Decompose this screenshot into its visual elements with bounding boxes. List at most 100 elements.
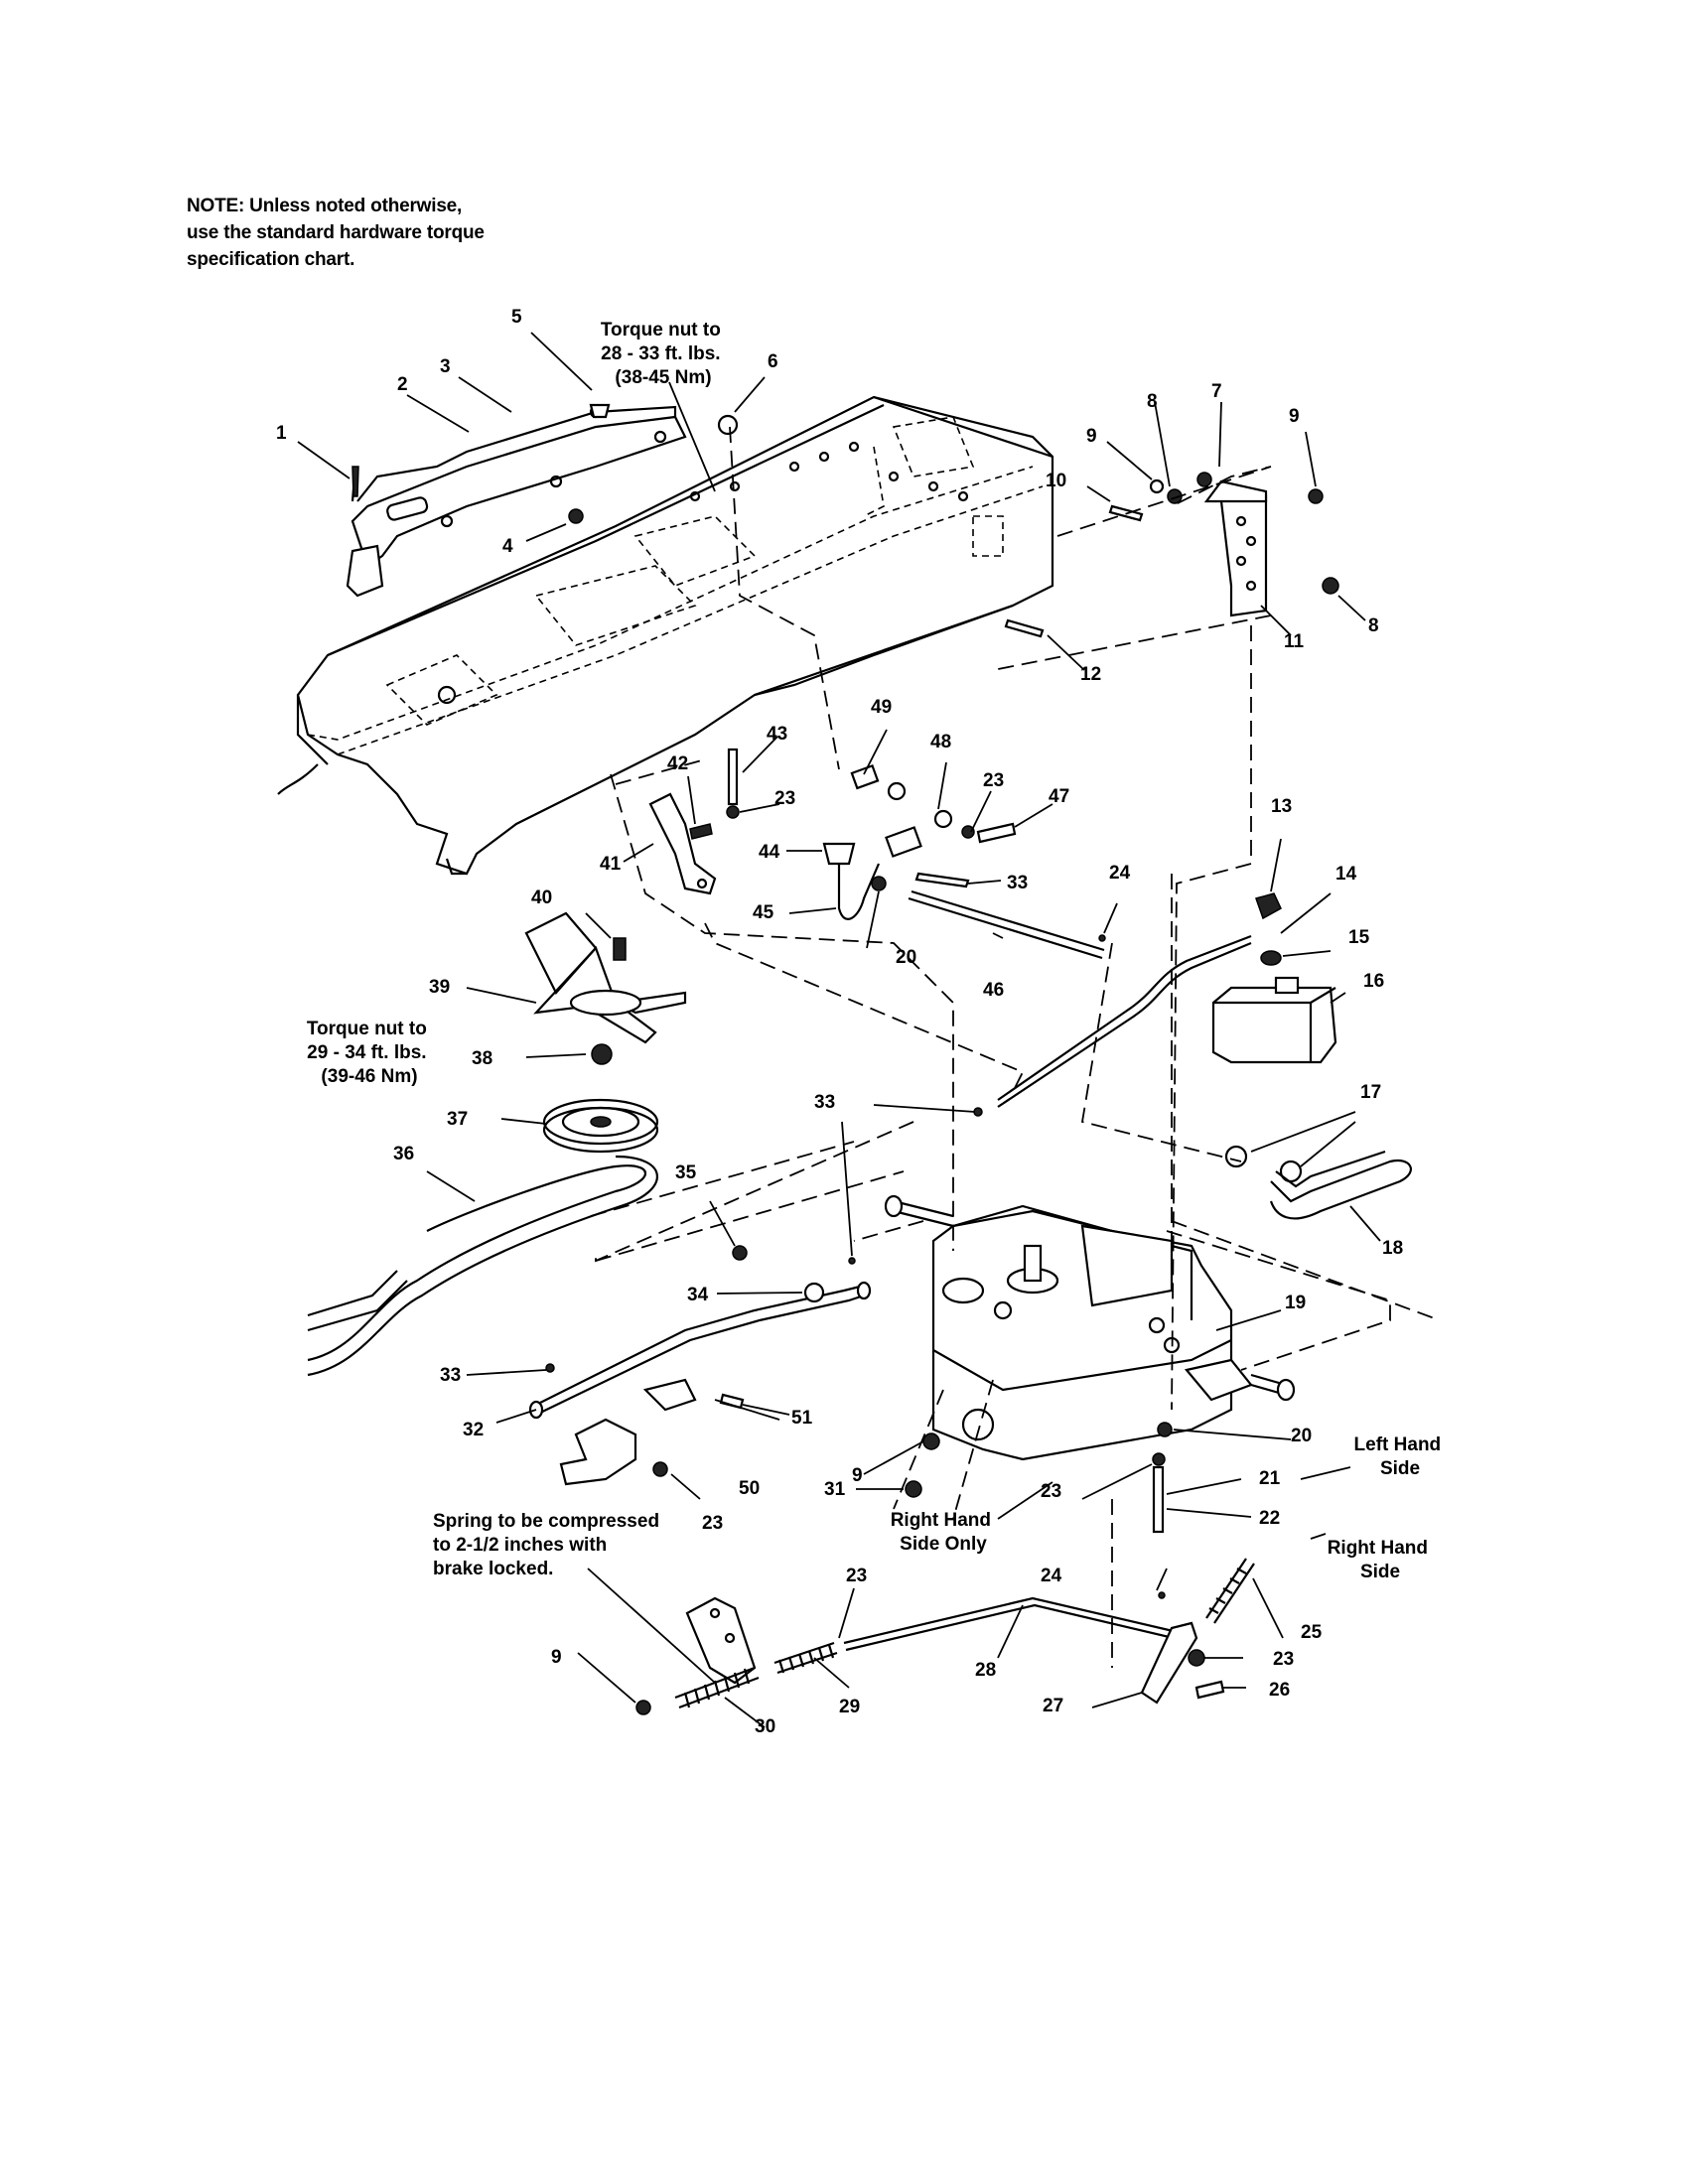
chassis-frame xyxy=(277,395,1054,876)
nut-9b xyxy=(1308,488,1324,504)
pivot-block xyxy=(885,826,922,858)
part-number: 13 xyxy=(1271,796,1292,817)
part-number: 23 xyxy=(1041,1481,1061,1502)
spring-callout: Spring to be compressed to 2-1/2 inches … xyxy=(433,1511,664,1579)
nut-23b xyxy=(961,825,975,839)
bolt-33a xyxy=(914,872,970,888)
right-hand-callout: Right Hand Side xyxy=(1328,1538,1434,1582)
part-number: 47 xyxy=(1049,786,1069,807)
part-number: 3 xyxy=(440,356,451,377)
spring-25 xyxy=(1205,1558,1255,1624)
right-hand-only-callout: Right Hand Side Only xyxy=(891,1510,997,1555)
part-number: 50 xyxy=(739,1478,760,1499)
part-number: 19 xyxy=(1285,1293,1306,1313)
hose-18 xyxy=(1224,1145,1412,1220)
part-number: 21 xyxy=(1259,1468,1281,1489)
torque-note-line-1: NOTE: Unless noted otherwise, xyxy=(187,196,463,216)
part-number: 2 xyxy=(397,374,408,395)
bushing-49 xyxy=(850,763,880,790)
bracket-11 xyxy=(1203,479,1268,617)
torque-callout-1: Torque nut to 28 - 33 ft. lbs. (38-45 Nm… xyxy=(601,320,726,388)
part-number: 38 xyxy=(472,1048,492,1069)
nut-9c xyxy=(922,1433,940,1450)
part-number: 9 xyxy=(551,1647,562,1668)
part-number: 17 xyxy=(1360,1082,1381,1103)
washer-48 xyxy=(887,781,907,801)
part-number: 15 xyxy=(1348,927,1370,948)
part-number: 37 xyxy=(447,1109,468,1130)
dash-panel-plate xyxy=(346,405,687,598)
part-number: 33 xyxy=(440,1365,461,1386)
rod-46 xyxy=(908,889,1105,960)
part-number: 39 xyxy=(429,977,450,998)
part-number: 26 xyxy=(1269,1680,1290,1701)
nut-23a xyxy=(726,805,740,819)
part-number: 14 xyxy=(1335,864,1357,885)
nut-20b xyxy=(1157,1422,1173,1437)
part-number: 23 xyxy=(846,1566,867,1586)
part-number: 9 xyxy=(852,1465,863,1486)
rod-28 xyxy=(843,1596,1183,1652)
clamp-17b xyxy=(1279,1160,1303,1183)
cap-15 xyxy=(1260,950,1282,966)
part-number: 29 xyxy=(839,1697,860,1717)
tank-16 xyxy=(1211,976,1337,1064)
bolt-21 xyxy=(1152,1465,1165,1534)
plate-50 xyxy=(642,1378,697,1412)
torque-note-line-3: specification chart. xyxy=(187,249,355,270)
part-number: 42 xyxy=(667,753,688,774)
fan-39 xyxy=(524,911,687,1044)
part-number: 6 xyxy=(768,351,778,372)
torque-callout-2: Torque nut to 29 - 34 ft. lbs. (39-46 Nm… xyxy=(307,1019,432,1087)
part-number: 33 xyxy=(1007,873,1028,893)
nut-4 xyxy=(568,508,584,524)
part-number: 23 xyxy=(702,1513,723,1534)
part-number: 24 xyxy=(1041,1566,1062,1586)
part-number: 40 xyxy=(531,887,552,908)
left-hand-callout: Left Hand Side xyxy=(1354,1434,1447,1479)
part-number: 28 xyxy=(975,1660,996,1681)
part-number: 31 xyxy=(824,1479,846,1500)
handle-45 xyxy=(837,863,881,920)
cap-5 xyxy=(589,403,611,419)
part-number: 23 xyxy=(983,770,1004,791)
part-number: 34 xyxy=(687,1285,709,1305)
bracket-32b xyxy=(559,1418,637,1486)
part-number: 16 xyxy=(1363,971,1384,992)
torque-note: NOTE: Unless noted otherwise, use the st… xyxy=(187,193,584,273)
part-number: 43 xyxy=(767,724,787,745)
pulley-37 xyxy=(542,1098,659,1154)
nut-23c xyxy=(1152,1452,1166,1466)
part-number: 41 xyxy=(600,854,622,875)
bushing-6 xyxy=(717,414,739,436)
part-numbers: 1 2 3 4 5 6 7 8 8 9 9 9 9 10 11 12 13 14… xyxy=(276,307,1403,1737)
part-number: 51 xyxy=(791,1408,813,1429)
part-number: 1 xyxy=(276,423,287,444)
clip-33d xyxy=(848,1257,856,1265)
part-number: 32 xyxy=(463,1420,484,1440)
screw-12 xyxy=(1004,618,1045,638)
clip-24b xyxy=(1158,1591,1166,1599)
part-number: 45 xyxy=(753,902,774,923)
bolt-42 xyxy=(689,823,713,840)
spacer-34 xyxy=(803,1282,825,1303)
part-number: 7 xyxy=(1211,381,1222,402)
rod-14 xyxy=(997,941,1252,1108)
part-number: 9 xyxy=(1289,406,1300,427)
part-number: 36 xyxy=(393,1144,414,1164)
leader-lines xyxy=(297,332,1381,1728)
fan-bolt-40 xyxy=(613,937,627,961)
part-number: 4 xyxy=(502,536,513,557)
belt-36 xyxy=(307,1155,658,1377)
nut-23d xyxy=(652,1461,668,1477)
knob-44 xyxy=(822,842,856,866)
part-number: 9 xyxy=(1086,426,1097,447)
spring-29 xyxy=(773,1641,838,1675)
nut-38 xyxy=(591,1043,613,1065)
part-number: 5 xyxy=(511,307,522,328)
part-number: 8 xyxy=(1147,391,1158,412)
nut-20a xyxy=(871,876,887,891)
part-number: 49 xyxy=(871,697,892,718)
part-number: 18 xyxy=(1382,1238,1403,1259)
